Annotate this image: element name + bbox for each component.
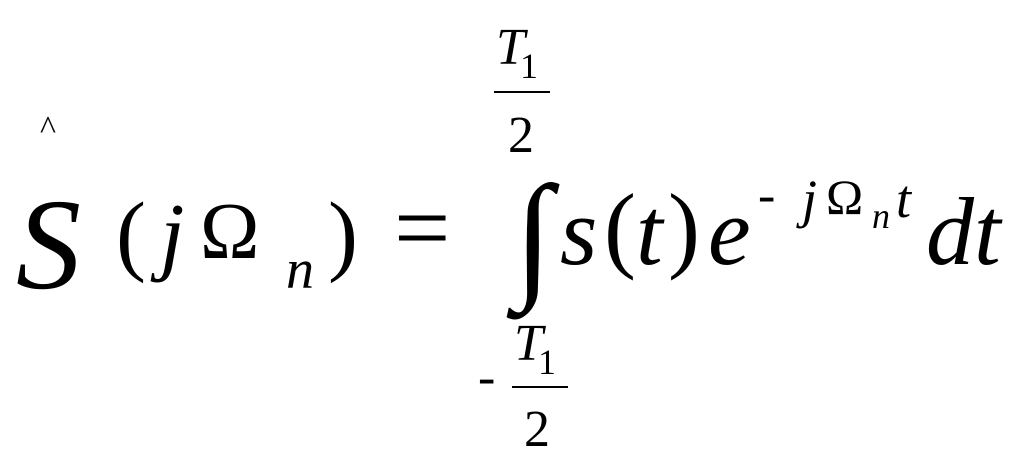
signal-s: s [560, 178, 598, 285]
lower-limit-minus: - [478, 349, 496, 406]
integral-sign: ∫ [514, 158, 553, 313]
integrand-t: t [636, 178, 663, 285]
exponential-e: e [708, 178, 751, 285]
integrand-right-paren: ) [668, 174, 700, 281]
exponent-j: j [802, 169, 818, 229]
upper-limit-subscript-1: 1 [520, 46, 538, 86]
subscript-n: n [286, 239, 314, 301]
exponent-subscript-n: n [872, 196, 890, 236]
differential-t: t [974, 178, 1001, 285]
upper-limit-fraction-bar [494, 91, 550, 93]
exponent-minus: - [758, 167, 776, 224]
exponent-t: t [896, 169, 912, 229]
omega-symbol: Ω [200, 188, 260, 276]
spectrum-symbol-S: S [16, 173, 81, 317]
hat-accent: ^ [40, 110, 56, 147]
lower-limit-fraction-bar [512, 386, 568, 388]
exponent-omega: Ω [826, 169, 864, 225]
differential-d: d [926, 178, 974, 285]
lower-limit-T: T [514, 315, 543, 372]
equals-sign: = [394, 172, 451, 283]
j-symbol: j [160, 187, 185, 284]
lower-limit-subscript-1: 1 [538, 342, 556, 382]
upper-limit-denominator: 2 [508, 107, 534, 164]
integrand-left-paren: ( [604, 174, 636, 281]
right-paren: ) [328, 185, 358, 284]
upper-limit-T: T [496, 19, 525, 76]
lower-limit-denominator: 2 [524, 401, 550, 458]
left-paren: ( [116, 185, 146, 284]
